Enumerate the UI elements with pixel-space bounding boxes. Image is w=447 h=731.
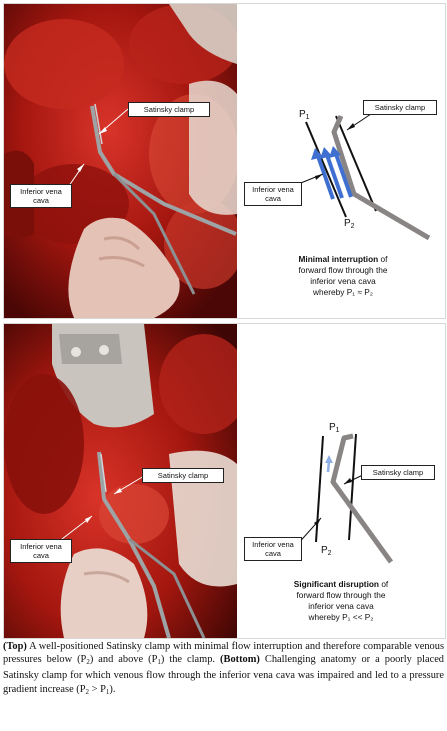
top-description-line-3: inferior vena cava — [310, 276, 376, 286]
bottom-diagram-ivc-label: Inferior vena cava — [244, 537, 302, 561]
top-surgical-photo: Satinsky clamp Inferior vena cava — [4, 4, 237, 318]
caption-bottom-text-b: > P — [89, 683, 106, 695]
bottom-schematic-diagram: P1 P2 Significant disruption of forward … — [241, 324, 445, 638]
caption-bottom-sub-1: 1 — [105, 687, 110, 696]
top-diagram-clamp-label: Satinsky clamp — [363, 100, 437, 115]
bottom-vessel-wall-right — [348, 433, 357, 541]
caption-bottom-sub-2: 2 — [85, 687, 90, 696]
bottom-photo-clamp-label: Satinsky clamp — [142, 468, 224, 483]
caption-bottom-text-a: Challenging anatomy or a poorly placed S… — [3, 654, 445, 695]
bottom-description-line-3: inferior vena cava — [308, 601, 374, 611]
top-description-line-4: whereby P₁ ≈ P₂ — [312, 287, 373, 297]
top-figure-panel: Satinsky clamp Inferior vena cava P1 P2 … — [3, 3, 446, 319]
top-diagram-ivc-label: Inferior vena cava — [244, 182, 302, 206]
top-description-line-1: Minimal interruption of — [299, 254, 389, 264]
top-flow-arrows — [311, 146, 353, 200]
bottom-description-line-1: Significant disruption of — [294, 579, 389, 589]
top-photo-ivc-label: Inferior vena cava — [10, 184, 72, 208]
top-p2-label: P2 — [344, 218, 355, 230]
bottom-schematic-svg: P1 P2 Significant disruption of forward … — [294, 422, 394, 622]
bottom-description-line-2: forward flow through the — [296, 590, 385, 600]
bottom-vessel-wall-left — [315, 435, 324, 543]
caption-bottom-tag: (Bottom) — [220, 654, 260, 666]
bottom-clamp-schematic — [330, 433, 394, 564]
bottom-clamp-instrument — [97, 451, 206, 638]
figure-caption: (Top) A well-positioned Satinsky clamp w… — [3, 640, 444, 699]
caption-top-tag: (Top) — [3, 641, 27, 652]
surgical-photo-image — [4, 4, 237, 318]
surgical-photo-image — [4, 324, 237, 638]
top-vessel-wall-left — [305, 121, 347, 218]
bottom-diagram-clamp-label: Satinsky clamp — [361, 465, 435, 480]
caption-top-text-b: ) and above (P — [89, 654, 158, 666]
bottom-photo-ivc-label: Inferior vena cava — [10, 539, 72, 563]
top-vessel-wall-right — [335, 115, 377, 212]
bottom-description-line-4: whereby P₁ << P₂ — [307, 612, 373, 622]
caption-bottom-text-c: ). — [109, 683, 116, 695]
bottom-surgical-photo: Satinsky clamp Inferior vena cava — [4, 324, 237, 638]
caption-top-text-a: A well-positioned Satinsky clamp with mi… — [3, 641, 444, 666]
top-photo-clamp-label: Satinsky clamp — [128, 102, 210, 117]
caption-top-text-c: ) the clamp. — [160, 654, 221, 666]
top-description-line-2: forward flow through the — [298, 265, 387, 275]
caption-top-sub-2: 2 — [86, 658, 90, 667]
top-schematic-diagram: P1 P2 Minimal interruption of forward fl… — [241, 4, 445, 318]
top-clamp-instrument — [90, 103, 237, 295]
top-p1-label: P1 — [299, 109, 310, 121]
bottom-p2-label: P2 — [321, 545, 332, 557]
bottom-p1-label: P1 — [329, 422, 340, 434]
bottom-flow-arrow — [325, 455, 333, 473]
top-clamp-schematic — [331, 114, 431, 241]
bottom-figure-panel: Satinsky clamp Inferior vena cava P1 P2 … — [3, 323, 446, 639]
top-schematic-svg: P1 P2 Minimal interruption of forward fl… — [285, 109, 431, 297]
caption-top-sub-1: 1 — [157, 658, 161, 667]
